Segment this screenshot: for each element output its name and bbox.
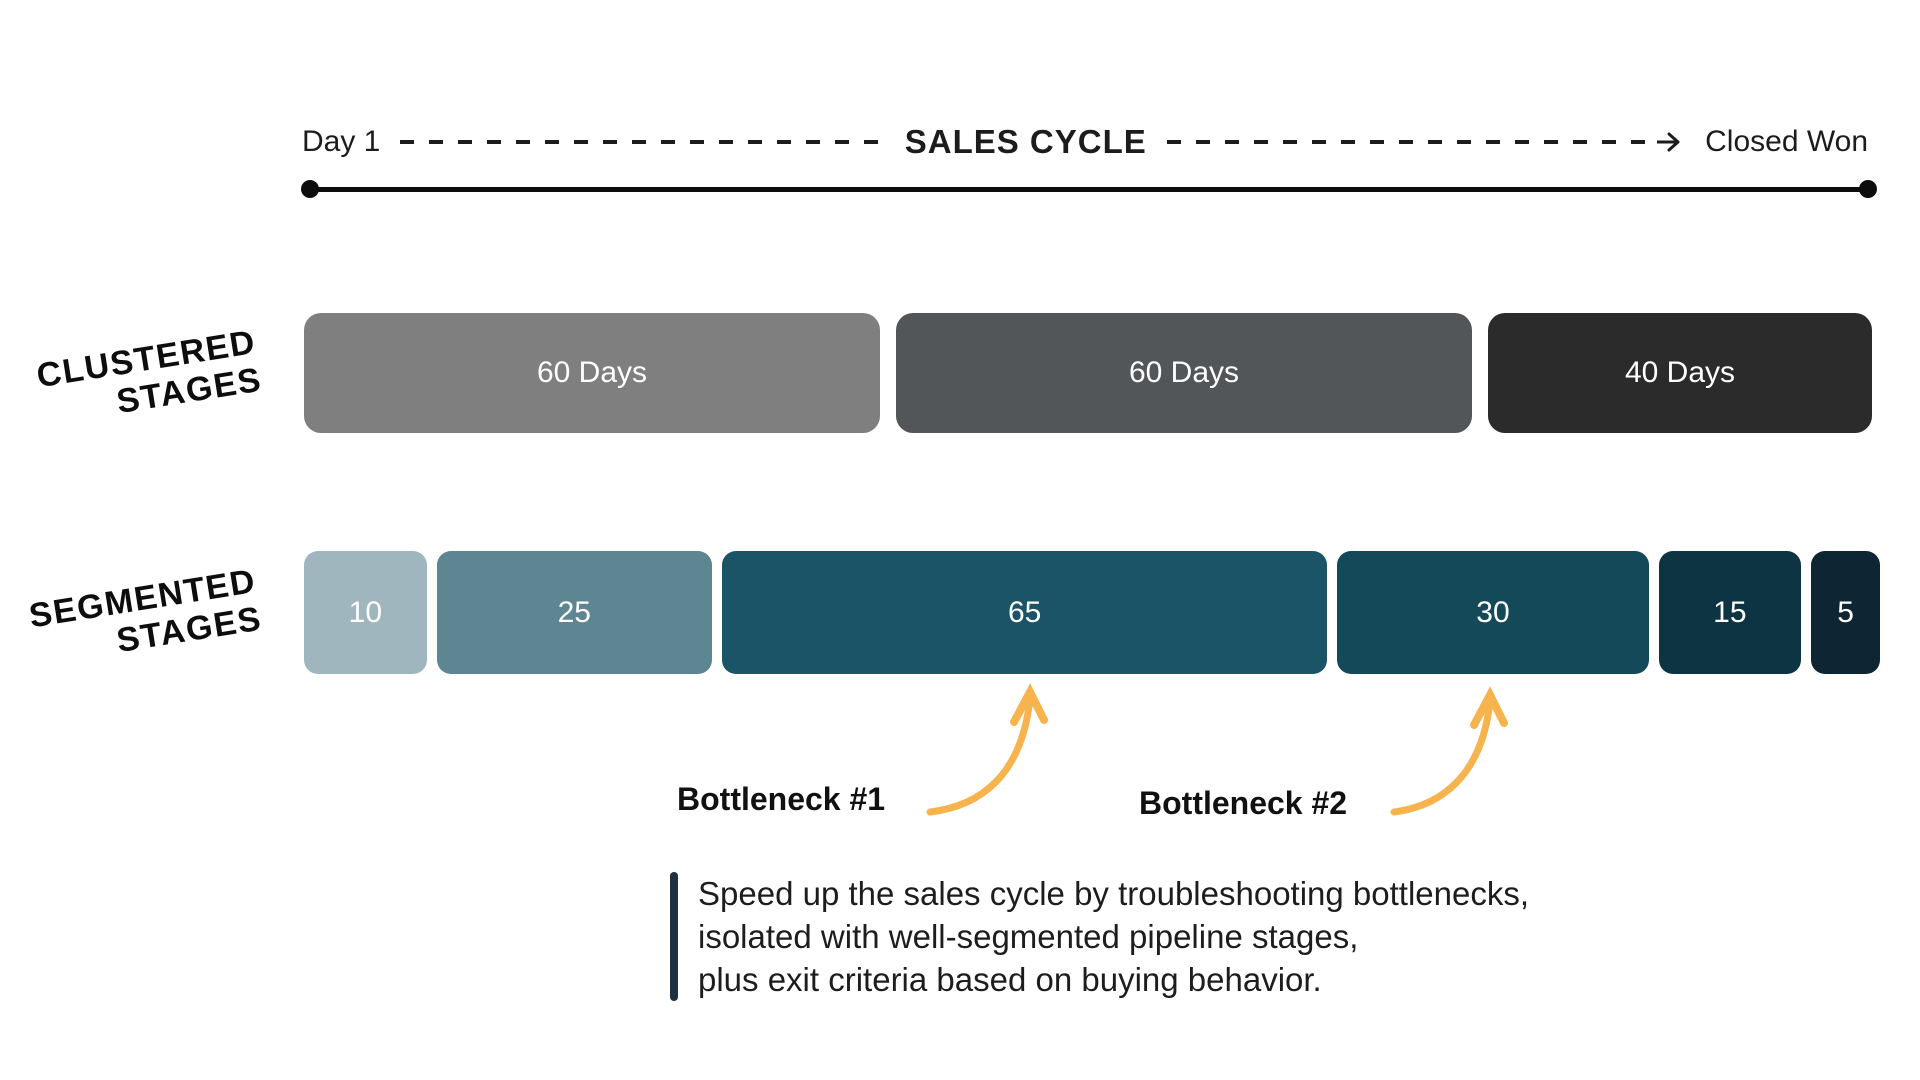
clustered-bar-label: 60 Days bbox=[536, 356, 648, 389]
segmented-bar: 25 bbox=[436, 551, 712, 674]
arrow-right-glyph bbox=[1657, 132, 1680, 152]
bottleneck-2-arrow-head bbox=[1470, 686, 1508, 729]
segmented-bar-label: 10 bbox=[348, 595, 383, 629]
timeline-end-label: Closed Won bbox=[1705, 125, 1869, 158]
note-line: Speed up the sales cycle by troubleshoot… bbox=[698, 875, 1530, 912]
segmented-bar-label: 5 bbox=[1837, 595, 1854, 629]
bottleneck-1-arrow-icon bbox=[926, 683, 1048, 816]
segmented-bar: 10 bbox=[304, 551, 427, 674]
clustered-bar: 60 Days bbox=[304, 313, 880, 433]
clustered-bar-label: 40 Days bbox=[1624, 356, 1736, 389]
segmented-bar-label: 65 bbox=[1007, 595, 1042, 629]
dashed-line-left bbox=[400, 140, 885, 144]
note-line: plus exit criteria based on buying behav… bbox=[698, 961, 1322, 998]
bottleneck-2-arrow-icon bbox=[1390, 686, 1508, 816]
note-line: isolated with well-segmented pipeline st… bbox=[698, 918, 1359, 955]
note-text: Speed up the sales cycle by troubleshoot… bbox=[698, 872, 1529, 1001]
timeline-axis bbox=[301, 180, 1877, 198]
timeline-title: SALES CYCLE bbox=[904, 123, 1147, 160]
bottleneck-1-arrow-curve bbox=[926, 694, 1034, 816]
clustered-bar: 40 Days bbox=[1488, 313, 1872, 433]
clustered-bar-label: 60 Days bbox=[1128, 356, 1240, 389]
arrow-right-icon bbox=[1657, 130, 1685, 154]
timeline: Day 1 SALES CYCLE Closed Won bbox=[302, 116, 1868, 168]
segmented-bar: 30 bbox=[1337, 551, 1649, 674]
segmented-stages-label: SEGMENTED STAGES bbox=[21, 562, 265, 674]
segmented-bar-label: 25 bbox=[557, 595, 591, 629]
dashed-line-right bbox=[1166, 140, 1652, 144]
segmented-bar: 5 bbox=[1811, 551, 1880, 674]
clustered-stages-label: CLUSTERED STAGES bbox=[21, 323, 264, 435]
note-accent-bar bbox=[670, 872, 678, 1001]
segmented-bar-label: 30 bbox=[1476, 595, 1510, 629]
clustered-stages-bars: 60 Days 60 Days 40 Days bbox=[304, 313, 1872, 433]
bottleneck-1-arrow-head bbox=[1010, 683, 1048, 726]
bottleneck-2-arrow-curve bbox=[1390, 697, 1494, 816]
clustered-bar: 60 Days bbox=[896, 313, 1472, 433]
takeaway-note: Speed up the sales cycle by troubleshoot… bbox=[670, 872, 1529, 1001]
segmented-bar: 65 bbox=[721, 551, 1328, 674]
segmented-bar: 15 bbox=[1658, 551, 1802, 674]
segmented-bar-label: 15 bbox=[1713, 595, 1747, 629]
segmented-stages-bars: 10 25 65 30 15 5 bbox=[304, 551, 1880, 674]
bottleneck-2-label: Bottleneck #2 bbox=[1139, 785, 1348, 821]
bottleneck-1-label: Bottleneck #1 bbox=[677, 781, 886, 817]
timeline-start-label: Day 1 bbox=[302, 125, 381, 158]
timeline-start-dot bbox=[301, 180, 319, 198]
timeline-end-dot bbox=[1859, 180, 1877, 198]
